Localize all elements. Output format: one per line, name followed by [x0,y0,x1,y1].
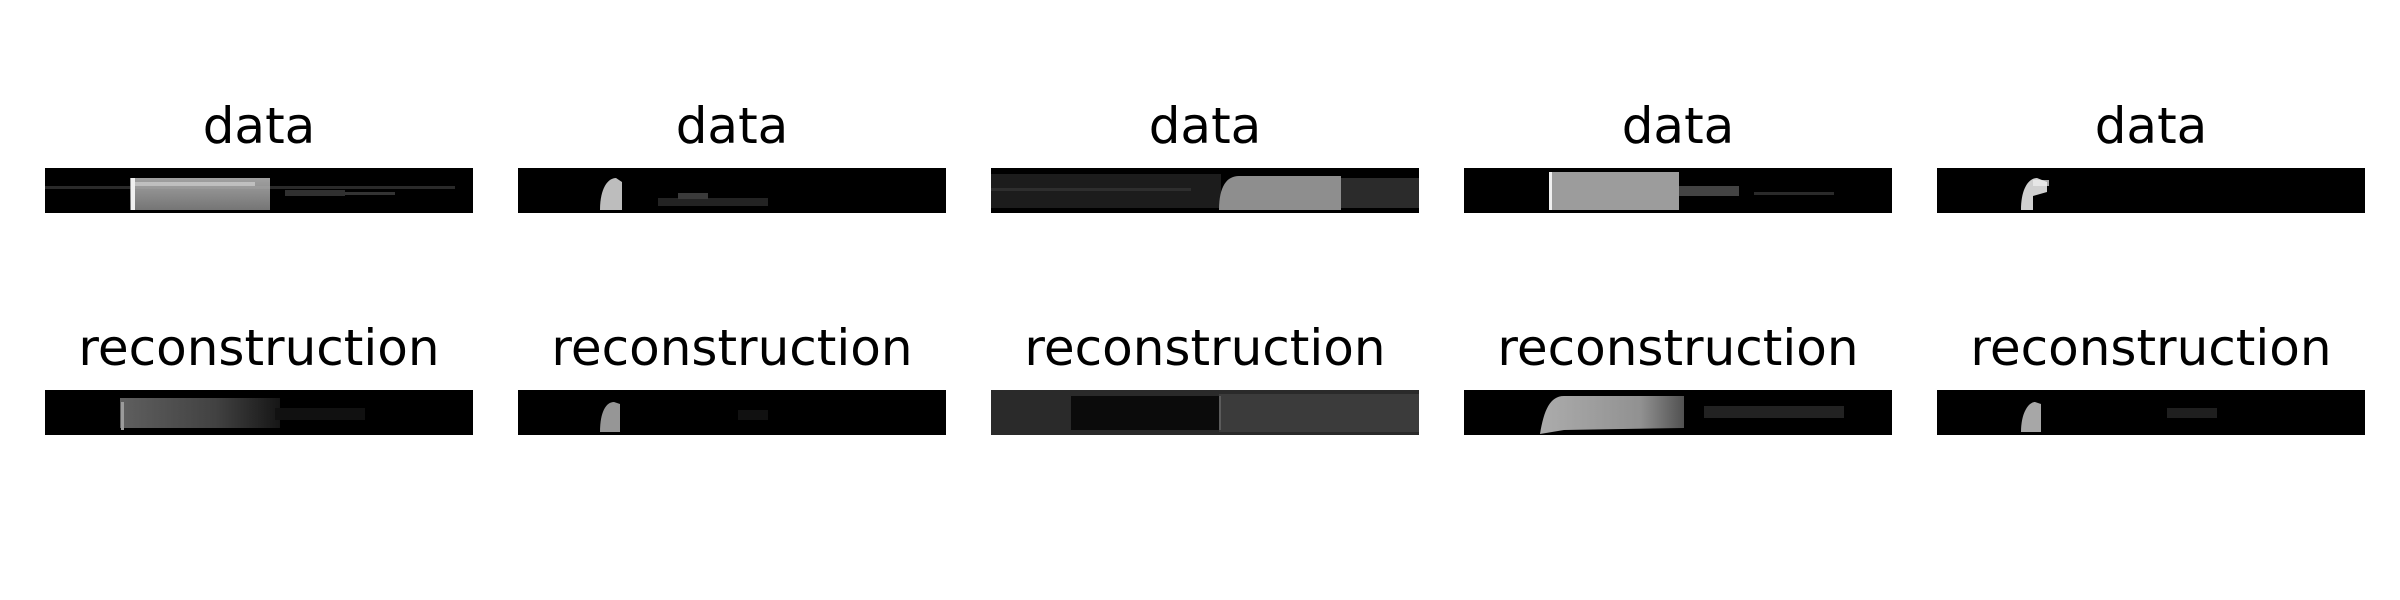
panel-image-reconstruction-3 [991,390,1419,435]
panel-title-reconstruction-2: reconstruction [551,319,913,377]
panel-image-reconstruction-4 [1464,390,1892,435]
panel-title-reconstruction-3: reconstruction [1024,319,1386,377]
panel-title-reconstruction-5: reconstruction [1970,319,2332,377]
panel-image-data-5 [1937,168,2365,213]
panel-title-reconstruction-1: reconstruction [78,319,440,377]
panel-image-data-2 [518,168,946,213]
panel-image-data-1 [45,168,473,213]
panel-title-reconstruction-4: reconstruction [1497,319,1859,377]
panel-image-data-3 [991,168,1419,213]
panel-title-data-4: data [1621,97,1735,155]
panel-title-data-3: data [1148,97,1262,155]
panel-title-data-5: data [2094,97,2208,155]
panel-title-data-2: data [675,97,789,155]
panel-image-data-4 [1464,168,1892,213]
panel-image-reconstruction-5 [1937,390,2365,435]
panel-title-data-1: data [202,97,316,155]
panel-image-reconstruction-1 [45,390,473,435]
panel-image-reconstruction-2 [518,390,946,435]
